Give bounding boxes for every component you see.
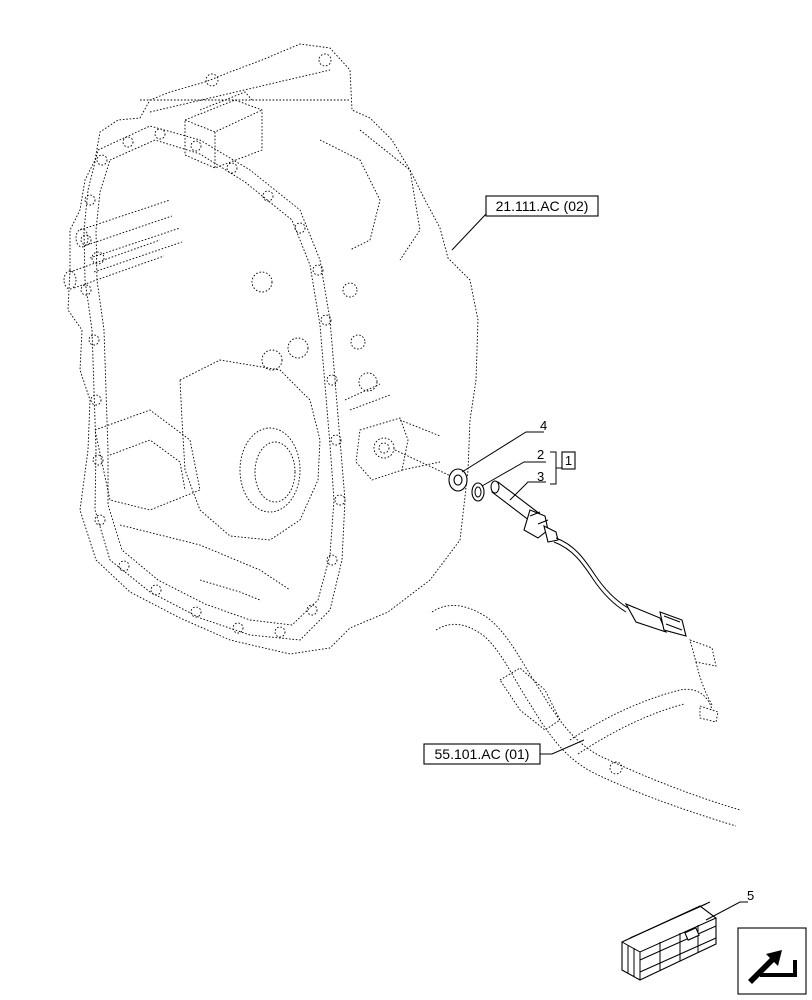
washer [448,468,468,492]
reference-harness[interactable]: 55.101.AC (01) [423,739,585,765]
callout-3-label: 3 [537,469,544,484]
callout-5-label: 5 [747,888,754,903]
callout-5: 5 [705,888,754,921]
reference-harness-label[interactable]: 55.101.AC (01) [435,746,530,762]
wire-harness [431,605,741,827]
callout-4-label: 4 [540,418,547,433]
group-bracket: 1 [550,451,576,485]
o-ring [471,482,485,502]
group-bracket-label: 1 [565,453,572,468]
speed-sensor [490,480,687,637]
callout-2-label: 2 [537,447,544,462]
reference-transmission-label[interactable]: 21.111.AC (02) [496,198,589,214]
reference-transmission[interactable]: 21.111.AC (02) [451,195,599,251]
callout-3: 3 [509,469,546,501]
arrow-icon[interactable] [737,927,807,995]
crate-icon [621,901,717,981]
callout-2: 2 [481,447,546,487]
transmission-housing [63,43,479,655]
callout-4: 4 [461,418,547,473]
